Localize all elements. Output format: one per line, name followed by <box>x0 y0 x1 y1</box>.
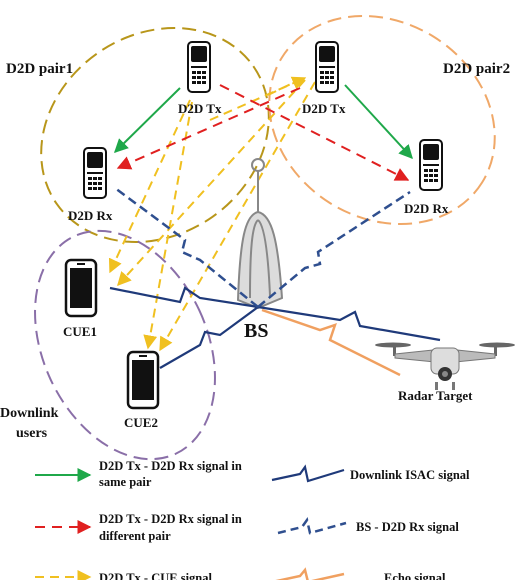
tx-cue-signals <box>108 76 316 352</box>
legend: D2D Tx - D2D Rx signal in same pair D2D … <box>35 459 470 580</box>
cue1-label: CUE1 <box>63 324 97 339</box>
d2d-tx-phone-icon <box>187 41 211 93</box>
same-pair-arrow <box>114 87 181 153</box>
downlink-to-cue1 <box>109 286 259 309</box>
d2d-rx2-label: D2D Rx <box>404 201 449 216</box>
base-station <box>236 158 284 310</box>
radar-target-label: Radar Target <box>398 388 473 403</box>
downlink-users-label-line1: Downlink <box>0 406 59 421</box>
cue1-smartphone-icon <box>64 258 98 318</box>
tower-inner <box>249 219 271 299</box>
legend-different-pair-label-1: D2D Tx - D2D Rx signal in <box>99 512 242 526</box>
d2d-pair1-ellipse <box>40 27 270 243</box>
tx-cue-arrow <box>117 79 306 287</box>
legend-downlink-label: Downlink ISAC signal <box>350 468 470 482</box>
different-pair-arrow <box>219 84 410 181</box>
legend-bs-rx-label: BS - D2D Rx signal <box>356 520 459 534</box>
d2d-tx2-label: D2D Tx <box>302 101 346 116</box>
different-pair-signals <box>116 84 410 181</box>
legend-tx-cue-label: D2D Tx - CUE signal <box>99 571 213 580</box>
d2d-pair1-label: D2D pair1 <box>6 61 73 77</box>
downlink-to-target <box>257 305 441 342</box>
d2d-rx-phone-icon <box>419 139 443 191</box>
tx-cue-arrow <box>143 101 193 350</box>
tx-cue-arrow <box>159 81 316 352</box>
legend-echo-swatch <box>275 567 345 580</box>
d2d-pair2-ellipse <box>268 14 496 226</box>
different-pair-arrow <box>116 87 301 170</box>
downlink-to-cue2 <box>159 306 259 369</box>
downlink-users-ellipse <box>34 229 216 461</box>
legend-same-pair-label-2: same pair <box>99 475 152 489</box>
cue2-smartphone-icon <box>126 350 160 410</box>
tx-cue-arrow <box>108 99 191 274</box>
cue2-label: CUE2 <box>124 415 158 430</box>
d2d-rx1-label: D2D Rx <box>68 208 113 223</box>
d2d-tx1-label: D2D Tx <box>178 101 222 116</box>
legend-echo-label: Echo signal <box>384 571 446 580</box>
d2d-rx-phone-icon <box>83 147 107 199</box>
tx-cue-arrow <box>209 76 307 121</box>
d2d-pair2-label: D2D pair2 <box>443 61 510 77</box>
same-pair-signals <box>114 84 413 160</box>
bs-to-rx2 <box>257 190 411 308</box>
downlink-users-label-line2: users <box>16 426 48 441</box>
same-pair-arrow <box>344 84 413 160</box>
echo-signal <box>261 308 401 377</box>
bs-to-rx1 <box>114 186 259 308</box>
legend-downlink-swatch <box>271 464 345 483</box>
legend-bs-rx-swatch <box>277 517 347 535</box>
legend-same-pair-label-1: D2D Tx - D2D Rx signal in <box>99 459 242 473</box>
legend-different-pair-label-2: different pair <box>99 529 171 543</box>
bs-rx-signals <box>114 186 411 308</box>
d2d-tx-phone-icon <box>315 41 339 93</box>
antenna-tip <box>251 158 265 172</box>
bs-label: BS <box>244 320 268 342</box>
downlink-isac-signals <box>109 286 441 369</box>
drone-icon <box>375 342 515 390</box>
